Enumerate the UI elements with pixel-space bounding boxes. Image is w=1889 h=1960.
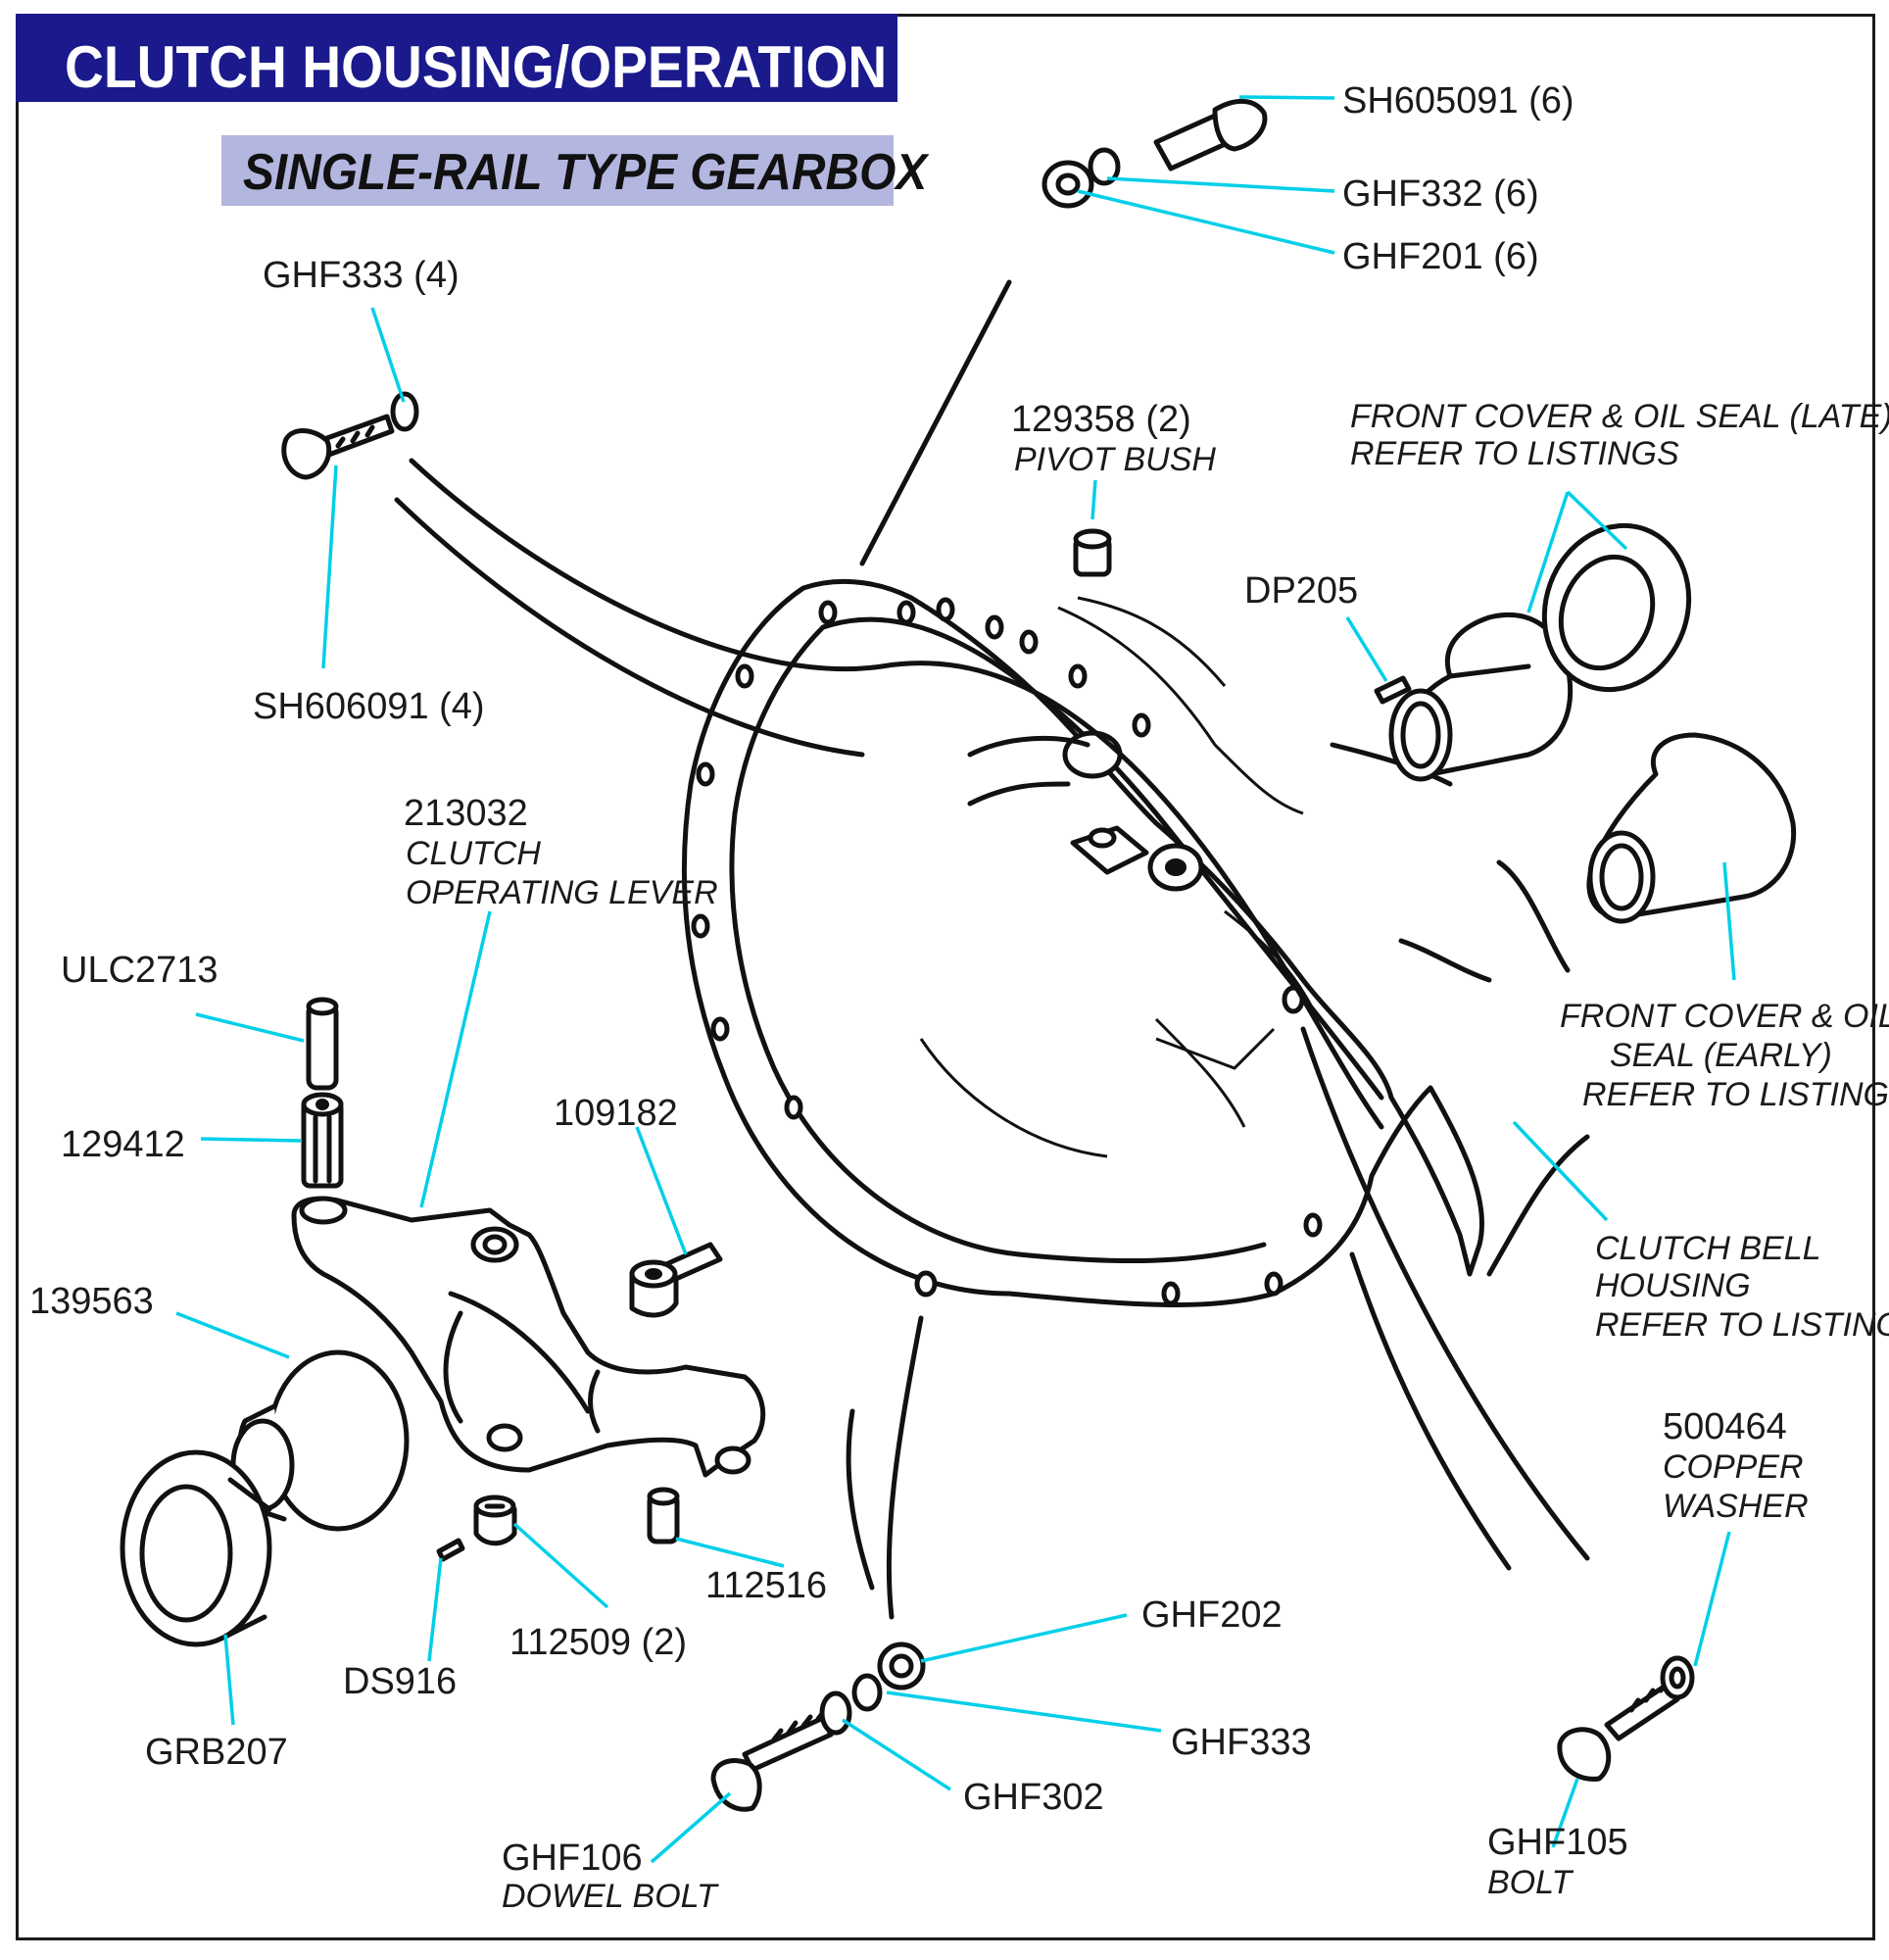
washer-ghf333-bottom: [851, 1673, 883, 1712]
label-ghf201: GHF201 (6): [1342, 236, 1539, 277]
label-112509: 112509 (2): [509, 1622, 687, 1663]
clutch-bell-housing: [681, 279, 1590, 1308]
label-ulc2713: ULC2713: [61, 950, 218, 991]
label-clutch-bell-2: HOUSING: [1595, 1267, 1751, 1304]
leader-lines: [175, 95, 1736, 1864]
label-sh605091: SH605091 (6): [1342, 80, 1574, 122]
label-front-cover-early-1: FRONT COVER & OIL: [1560, 998, 1889, 1035]
label-clutch-bell-1: CLUTCH BELL: [1595, 1230, 1821, 1267]
label-bolt: BOLT: [1487, 1864, 1574, 1901]
label-front-cover-early-2: SEAL (EARLY): [1610, 1037, 1832, 1074]
label-ghf332-6: GHF332 (6): [1342, 173, 1539, 215]
pin-ds916: [436, 1538, 465, 1562]
clutch-operating-lever-213032: [291, 1196, 766, 1478]
bolt-109182: [629, 1242, 723, 1318]
oil-seal-late: [1541, 522, 1692, 693]
dowel-112516: [647, 1487, 680, 1544]
front-cover-early: [1586, 732, 1797, 924]
label-ghf202: GHF202: [1141, 1594, 1283, 1636]
nut-ghf201: [1041, 160, 1094, 209]
bolt-ghf105: [1557, 1678, 1680, 1782]
label-ghf105: GHF105: [1487, 1822, 1628, 1863]
label-109182: 109182: [554, 1093, 678, 1134]
label-copper: COPPER: [1663, 1448, 1804, 1486]
bush-129412: [301, 1092, 344, 1189]
label-pivot-bush: PIVOT BUSH: [1014, 441, 1216, 478]
page-subtitle: SINGLE-RAIL TYPE GEARBOX: [243, 144, 928, 201]
washer-ghf333-top: [390, 391, 419, 432]
label-ghf302: GHF302: [963, 1777, 1104, 1818]
label-139563: 139563: [29, 1281, 154, 1322]
label-129358: 129358 (2): [1011, 399, 1191, 440]
pin-ulc2713: [306, 997, 339, 1091]
label-sh606091: SH606091 (4): [253, 686, 485, 727]
washer-ghf332: [1088, 147, 1121, 186]
bolt-sh605091: [1153, 98, 1268, 172]
washer-ghf302: [819, 1690, 852, 1736]
label-operating-lever: OPERATING LEVER: [406, 874, 718, 911]
copper-washer-500464: [1660, 1655, 1695, 1700]
label-grb207: GRB207: [145, 1732, 288, 1773]
label-clutch: CLUTCH: [406, 835, 541, 872]
label-129412: 129412: [61, 1124, 185, 1165]
nut-ghf202: [877, 1642, 926, 1690]
page-title: CLUTCH HOUSING/OPERATION: [65, 34, 888, 100]
bolt-sh606091: [281, 414, 395, 480]
part-labels: SH605091 (6) GHF332 (6) GHF201 (6) GHF33…: [29, 80, 1889, 1915]
flange-bolt-holes: [691, 597, 1323, 1306]
label-ghf333-4: GHF333 (4): [263, 255, 460, 296]
label-ds916: DS916: [343, 1661, 457, 1702]
release-bearing-grb207: [120, 1449, 272, 1647]
label-front-cover-late-1: FRONT COVER & OIL SEAL (LATE): [1350, 398, 1889, 435]
diagram-frame: [16, 14, 1875, 1940]
label-washer: WASHER: [1663, 1488, 1809, 1525]
label-clutch-bell-3: REFER TO LISTINGS: [1595, 1306, 1889, 1344]
label-front-cover-early-3: REFER TO LISTINGS: [1582, 1076, 1889, 1113]
bolt-ghf106: [710, 1707, 834, 1812]
label-ghf106: GHF106: [502, 1838, 643, 1879]
title-banner: CLUTCH HOUSING/OPERATION: [16, 14, 897, 102]
pin-112509: [473, 1494, 517, 1546]
label-500464: 500464: [1663, 1406, 1787, 1447]
label-ghf333: GHF333: [1171, 1722, 1312, 1763]
pin-dp205: [1374, 675, 1412, 705]
subtitle-banner: SINGLE-RAIL TYPE GEARBOX: [221, 135, 927, 206]
label-213032: 213032: [404, 793, 528, 834]
label-dp205: DP205: [1244, 570, 1358, 612]
pivot-bush-129358: [1073, 528, 1112, 577]
label-112516: 112516: [705, 1565, 827, 1606]
front-cover-late: [1388, 612, 1574, 782]
label-dowel-bolt: DOWEL BOLT: [502, 1878, 719, 1915]
label-front-cover-late-2: REFER TO LISTINGS: [1350, 435, 1679, 472]
